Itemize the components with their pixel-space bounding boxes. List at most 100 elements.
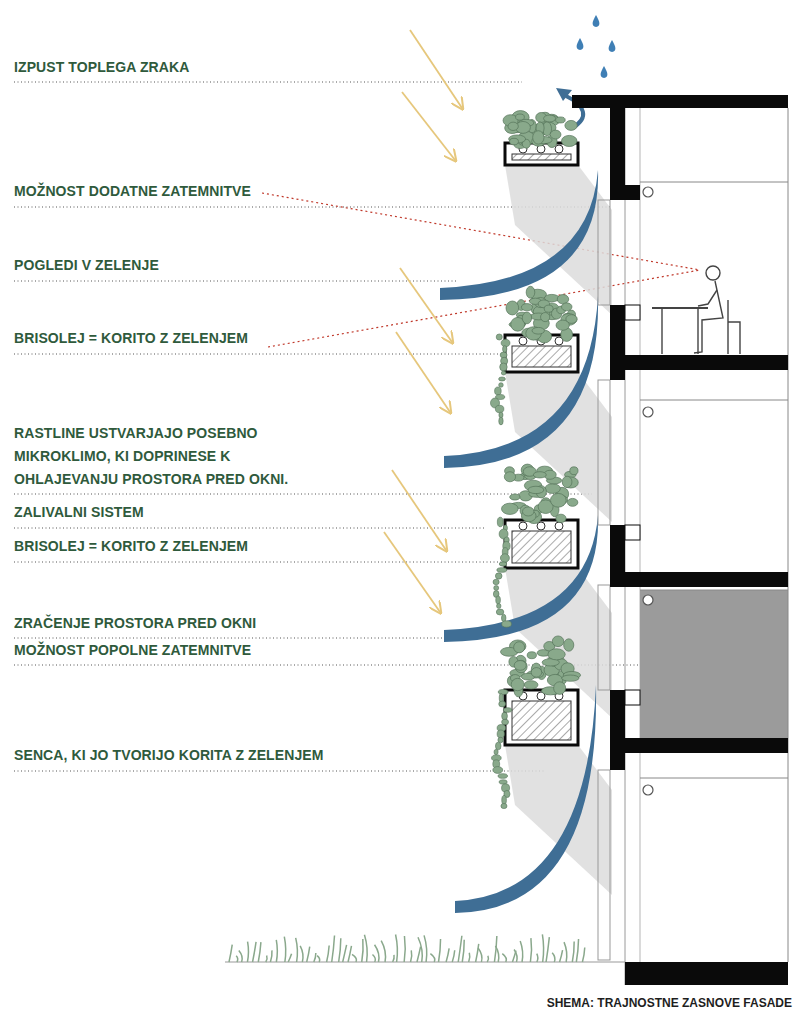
- trailing-vine: [493, 579, 499, 585]
- grass-blade: [458, 936, 462, 962]
- trailing-vine: [496, 609, 504, 615]
- grass-blade: [266, 955, 267, 962]
- foliage: [506, 301, 519, 315]
- grass-blade: [288, 954, 291, 962]
- foliage: [510, 494, 520, 500]
- grass-blade: [514, 949, 517, 962]
- grass-blade: [520, 941, 523, 962]
- grass-blade: [352, 954, 356, 962]
- grass-blade: [439, 939, 441, 962]
- trailing-vine: [494, 749, 498, 754]
- callout-label: BRISOLEJ = KORITO Z ZELENJEM: [14, 538, 248, 554]
- callout-label: MOŽNOST POPOLNE ZATEMNITVE: [14, 642, 251, 658]
- grass-blade: [430, 954, 434, 962]
- grass-blade: [560, 950, 563, 962]
- irrigation-pipe: [555, 145, 563, 153]
- foliage: [523, 507, 534, 516]
- grass-blade: [452, 950, 454, 962]
- air-flow: [444, 296, 598, 468]
- foliage: [562, 135, 577, 146]
- grass-blade: [247, 942, 248, 962]
- foliage: [501, 503, 518, 514]
- foliage: [526, 286, 535, 298]
- trailing-vine: [503, 346, 507, 353]
- foliage: [550, 493, 566, 507]
- grass-blade: [239, 951, 242, 962]
- trailing-vine: [496, 334, 502, 340]
- foliage: [531, 668, 542, 678]
- foliage: [556, 320, 569, 330]
- trailing-vine: [495, 742, 501, 750]
- trailing-vine: [499, 383, 504, 388]
- rain-drops: [577, 15, 616, 78]
- trailing-vine: [497, 604, 501, 609]
- grass-blade: [417, 947, 421, 962]
- foliage: [522, 312, 531, 324]
- grass-blade: [332, 935, 335, 962]
- foliage: [567, 498, 577, 506]
- grass-blade: [270, 950, 272, 962]
- grass-blade: [396, 934, 398, 962]
- trailing-vine: [495, 387, 502, 395]
- foliage: [514, 642, 525, 653]
- grass-blade: [348, 946, 351, 962]
- grass-blade: [317, 956, 320, 962]
- trailing-vine: [495, 405, 504, 412]
- foliage: [516, 114, 525, 120]
- grass-blade: [229, 945, 232, 962]
- foliage: [515, 660, 527, 672]
- grass-blade: [546, 937, 549, 962]
- grass-blade: [284, 937, 285, 962]
- grass-blade: [296, 938, 298, 962]
- foliage: [544, 305, 553, 312]
- foliage: [557, 295, 568, 304]
- air-flow: [455, 685, 596, 913]
- grass-blade: [276, 940, 277, 962]
- trailing-vine: [499, 377, 506, 381]
- trailing-vine: [498, 689, 508, 694]
- trailing-vine: [499, 562, 507, 566]
- grass-blade: [258, 942, 261, 962]
- callout-label: BRISOLEJ = KORITO Z ZELENJEM: [14, 330, 248, 346]
- planter-greenery: [490, 111, 580, 809]
- foliage: [521, 304, 532, 311]
- grass-blade: [424, 935, 427, 962]
- grass-blade: [314, 953, 316, 962]
- irrigation-pipe: [555, 522, 563, 530]
- irrigation-pipe: [519, 522, 527, 530]
- trailing-vine: [495, 573, 502, 579]
- foliage: [527, 652, 536, 659]
- foliage: [556, 117, 566, 123]
- grass-blade: [404, 936, 405, 962]
- foliage: [524, 681, 538, 689]
- trailing-vine: [502, 719, 509, 725]
- grass-blade: [236, 956, 238, 962]
- grass-blade: [572, 941, 574, 962]
- foliage: [552, 636, 563, 647]
- foliage: [565, 120, 577, 130]
- grass-blade: [476, 944, 479, 962]
- foliage: [533, 472, 546, 478]
- trailing-vine: [499, 417, 503, 425]
- grass-blade: [530, 938, 531, 962]
- trailing-vine: [494, 586, 499, 591]
- grass-blade: [502, 954, 506, 962]
- air-flow: [444, 515, 598, 642]
- grass: [229, 934, 585, 962]
- planter-box: [505, 690, 578, 745]
- trailing-vine: [501, 371, 506, 375]
- trailing-vine: [498, 774, 507, 779]
- grass-blade: [542, 934, 543, 962]
- soil-hatch: [512, 531, 571, 563]
- callout-label: IZPUST TOPLEGA ZRAKA: [14, 59, 189, 75]
- trailing-vine: [496, 596, 501, 604]
- grass-blade: [362, 939, 363, 962]
- shadow: [505, 745, 612, 895]
- foliage: [544, 115, 556, 122]
- grass-blade: [343, 945, 347, 962]
- grass-blade: [564, 942, 567, 962]
- grass-blade: [446, 948, 449, 962]
- foliage: [541, 313, 550, 322]
- airflow-arrows: [440, 170, 598, 913]
- foliage: [562, 675, 579, 681]
